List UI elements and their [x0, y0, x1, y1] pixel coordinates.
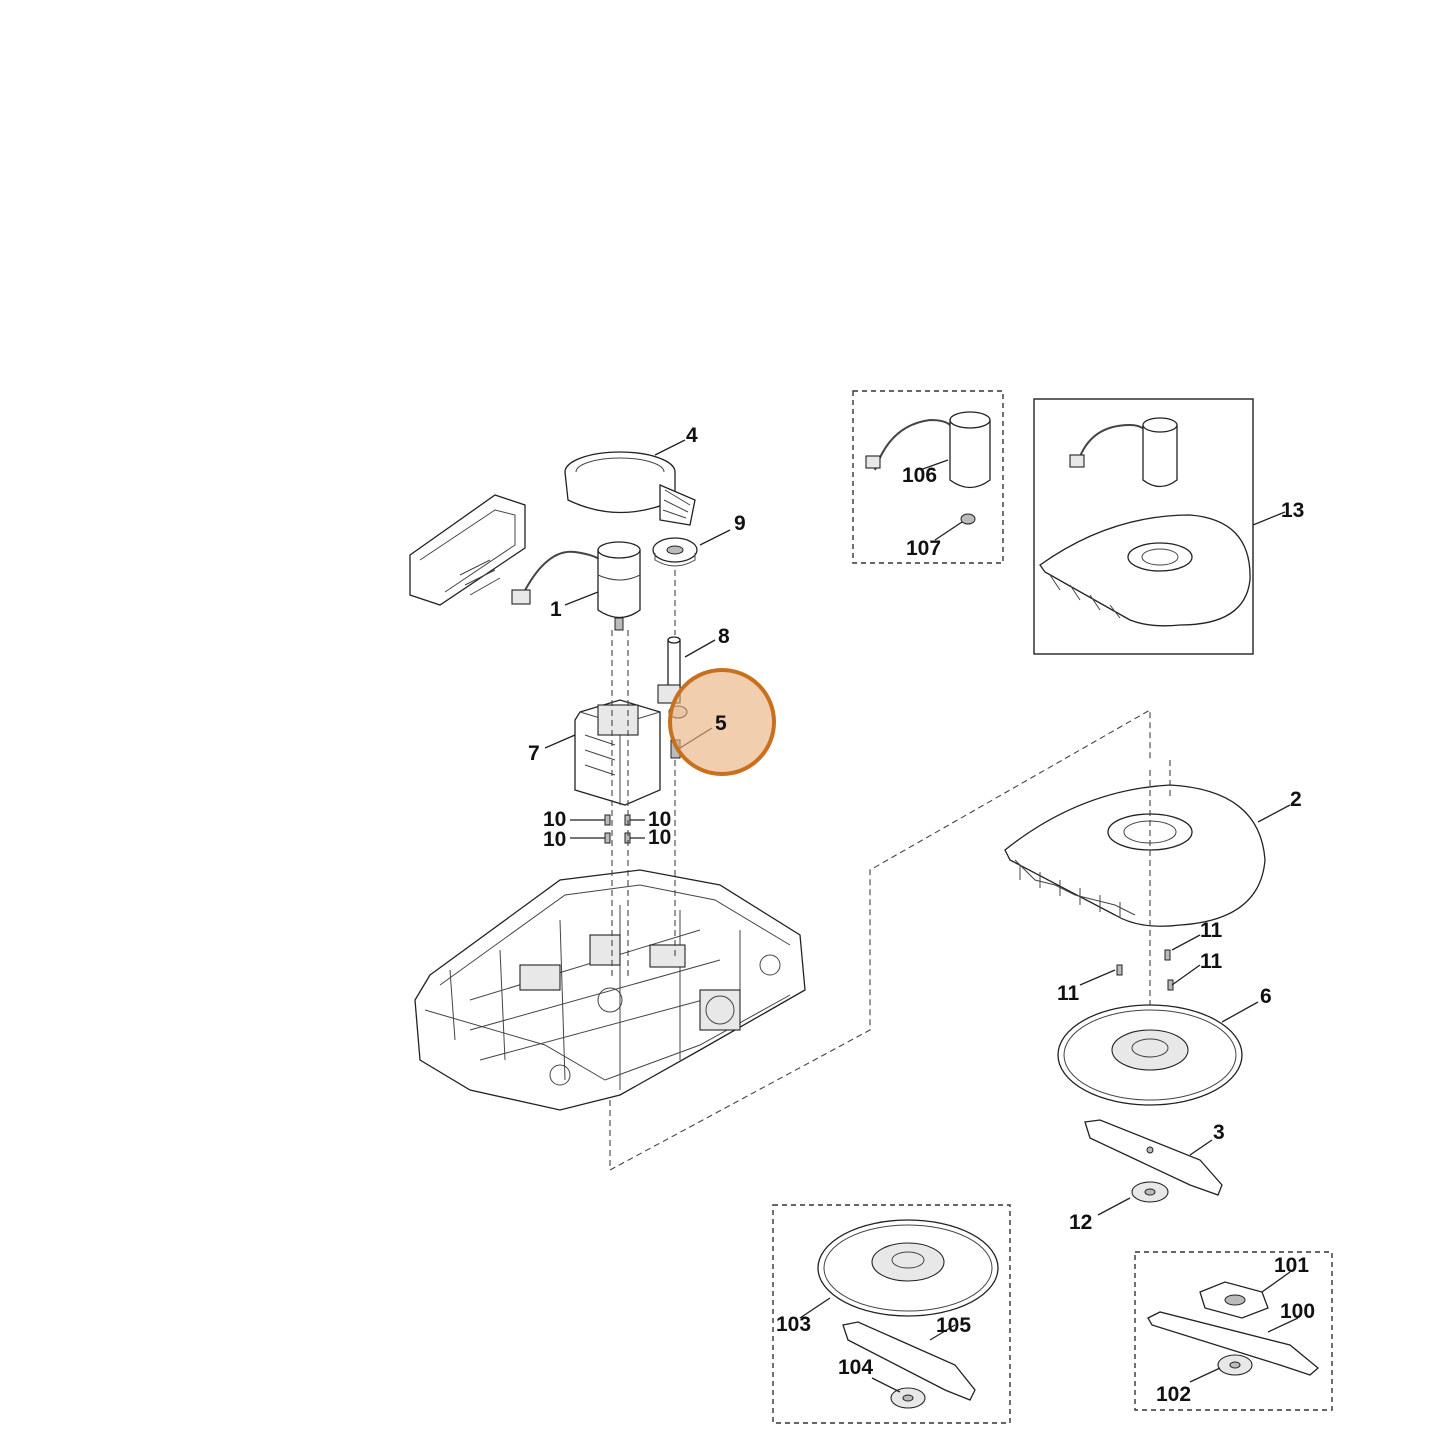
label-part-9: 9 — [734, 512, 746, 535]
part-4-ring — [564, 451, 696, 526]
label-part-10-d: 10 — [648, 826, 671, 849]
label-part-8: 8 — [718, 625, 730, 648]
label-part-11-c: 11 — [1057, 982, 1080, 1005]
label-part-5: 5 — [715, 712, 727, 735]
label-part-10-a: 10 — [543, 808, 566, 831]
label-part-13: 13 — [1281, 499, 1304, 522]
label-part-6: 6 — [1260, 985, 1272, 1008]
label-part-7: 7 — [528, 742, 540, 765]
part-3-blade — [1084, 1119, 1223, 1196]
label-part-1: 1 — [550, 598, 562, 621]
label-part-11-b: 11 — [1200, 950, 1223, 973]
control-board-bracket — [409, 494, 526, 606]
part-9-gear — [652, 537, 698, 567]
label-part-107: 107 — [906, 537, 941, 560]
label-part-102: 102 — [1156, 1383, 1191, 1406]
label-part-101: 101 — [1274, 1254, 1309, 1277]
assembly-lines-left — [609, 570, 1151, 1171]
label-part-11-a: 11 — [1200, 919, 1223, 942]
label-part-4: 4 — [686, 424, 698, 447]
label-part-10-c: 10 — [543, 828, 566, 851]
label-part-2: 2 — [1290, 788, 1302, 811]
highlight-marker — [668, 668, 776, 776]
leader-lines — [544, 439, 1299, 1393]
chassis-base — [414, 869, 806, 1111]
label-part-105: 105 — [936, 1314, 971, 1337]
part-11-screws — [1116, 949, 1174, 991]
part-12-hub — [1131, 1181, 1169, 1203]
part-10-screws — [604, 814, 631, 844]
part-7-housing — [574, 699, 661, 806]
part-labels: 4 9 1 8 5 7 10 10 10 10 106 107 13 2 11 … — [528, 424, 1315, 1406]
kit-box-103 — [772, 1204, 1011, 1424]
part-1-motor — [511, 541, 641, 631]
part-6-disc — [1057, 1004, 1243, 1106]
label-part-104: 104 — [838, 1356, 873, 1379]
label-part-103: 103 — [776, 1313, 811, 1336]
label-part-10-b: 10 — [648, 808, 671, 831]
label-part-12: 12 — [1069, 1211, 1092, 1234]
label-part-100: 100 — [1280, 1300, 1315, 1323]
label-part-106: 106 — [902, 464, 937, 487]
label-part-3: 3 — [1213, 1121, 1225, 1144]
kit-box-106 — [852, 390, 1004, 564]
part-2-cover — [1004, 760, 1266, 1050]
kit-box-13 — [1033, 398, 1254, 655]
kit-box-100 — [1134, 1251, 1333, 1411]
